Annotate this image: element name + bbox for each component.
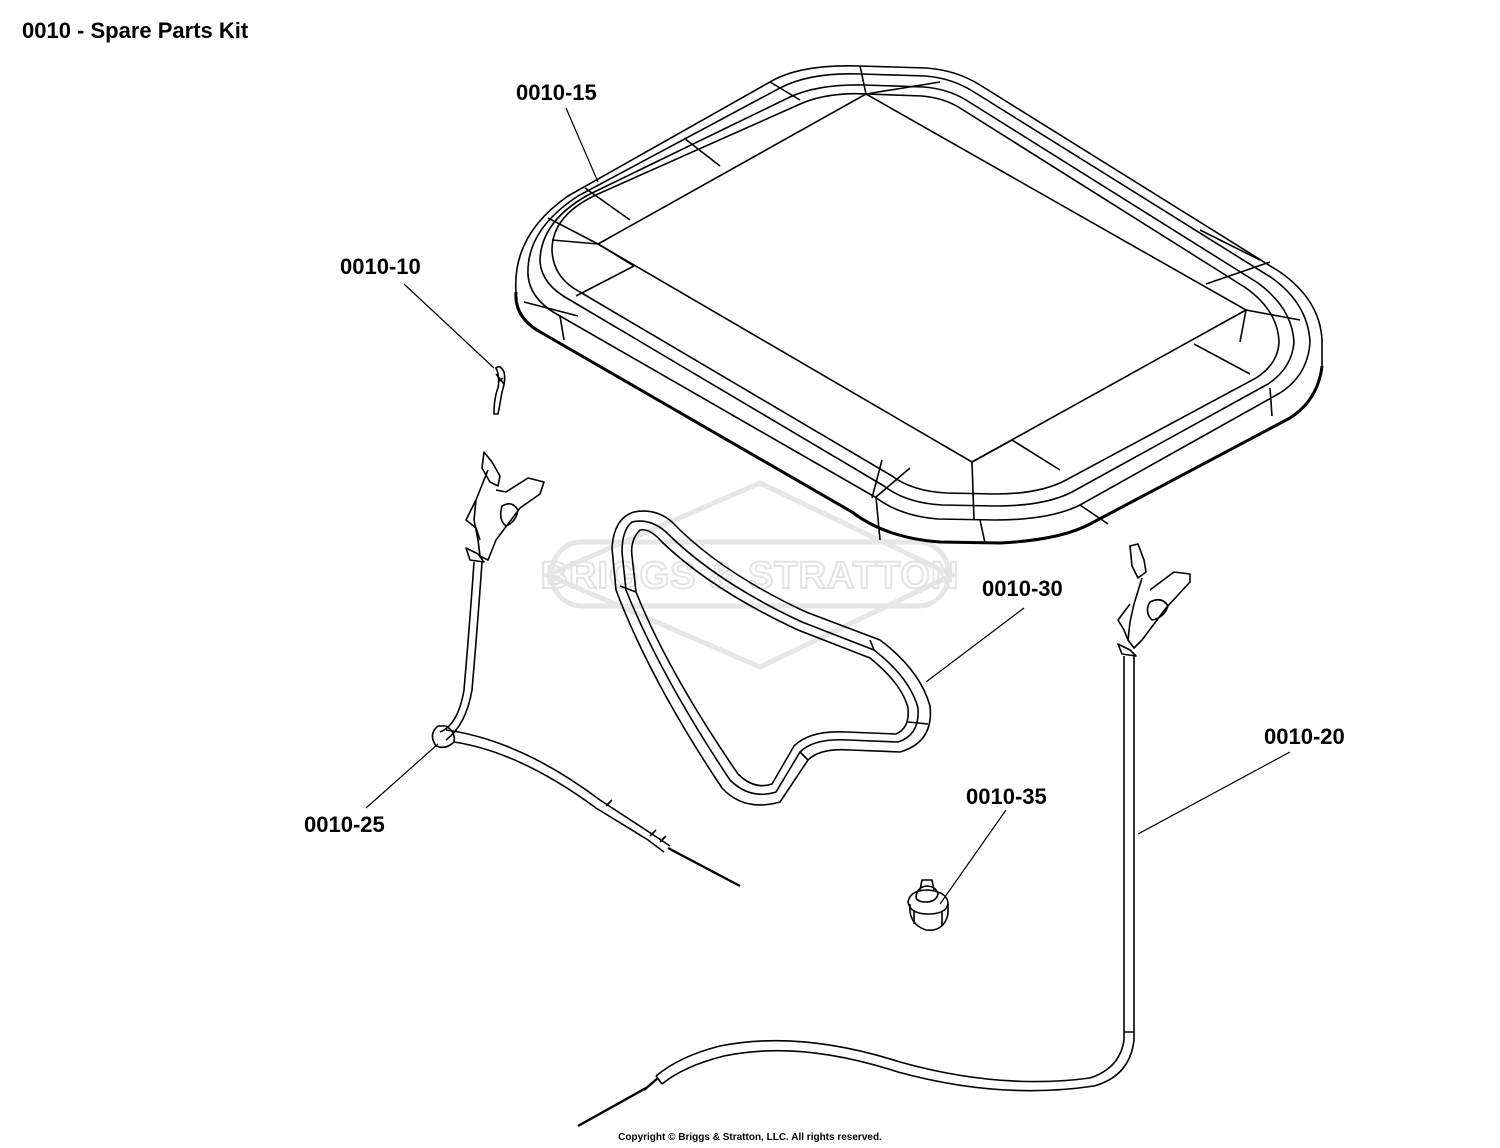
part-clip: [493, 365, 506, 415]
callout-0010-30: 0010-30: [982, 576, 1063, 601]
callout-0010-25: 0010-25: [304, 812, 385, 837]
leader-0010-20: [1137, 751, 1291, 835]
leader-0010-30: [925, 607, 1025, 683]
watermark-logo: BRIGGS & STRATTON: [540, 480, 960, 670]
part-air-filter: [514, 65, 1324, 545]
part-knob: [907, 879, 949, 931]
part-belt: [611, 510, 932, 806]
leader-lines: [365, 107, 1291, 905]
leader-0010-10: [403, 283, 495, 369]
leader-0010-25: [365, 743, 439, 809]
page-title: 0010 - Spare Parts Kit: [22, 18, 249, 43]
leader-0010-35: [939, 809, 1007, 905]
part-choke-cable: [577, 543, 1191, 1128]
callout-0010-35: 0010-35: [966, 784, 1047, 809]
callout-0010-10: 0010-10: [340, 254, 421, 279]
copyright-notice: Copyright © Briggs & Stratton, LLC. All …: [618, 1132, 882, 1143]
callout-0010-20: 0010-20: [1264, 724, 1345, 749]
svg-text:BRIGGS & STRATTON: BRIGGS & STRATTON: [541, 555, 960, 597]
callout-0010-15: 0010-15: [516, 80, 597, 105]
part-throttle-cable: [431, 451, 741, 888]
leader-0010-15: [565, 107, 599, 183]
